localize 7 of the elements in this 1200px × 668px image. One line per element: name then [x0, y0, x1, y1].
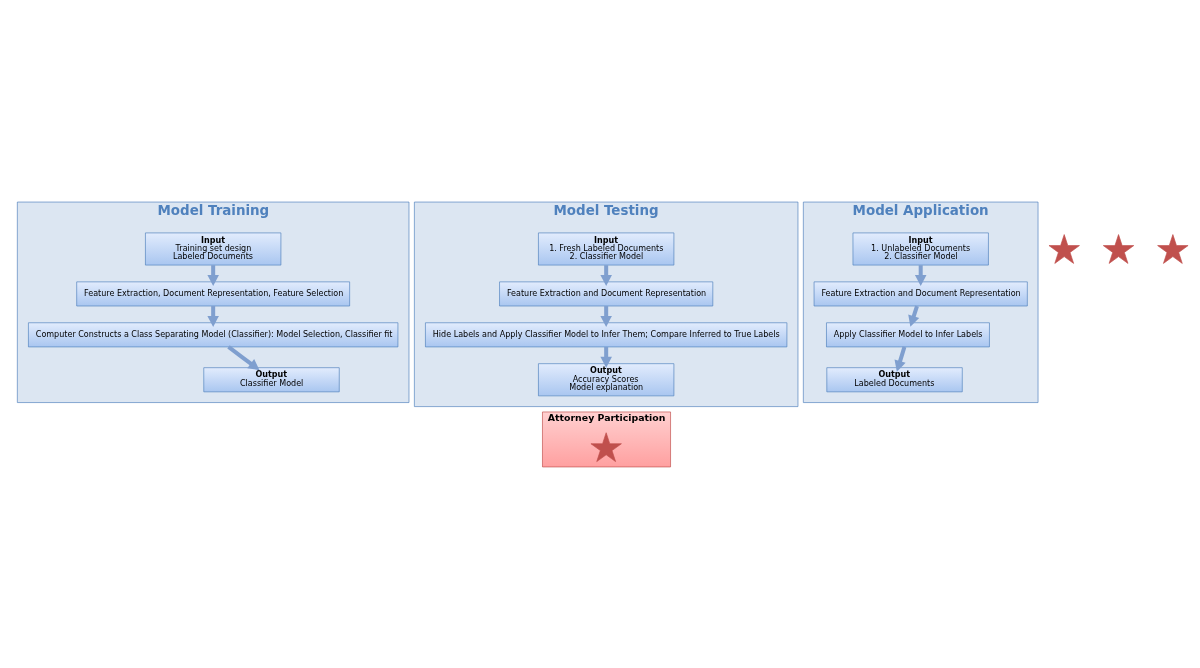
arrow	[227, 344, 260, 370]
cluster: Attorney Participation	[542, 411, 671, 467]
node-star	[1102, 233, 1135, 264]
node-star	[1157, 233, 1189, 264]
node-star	[590, 431, 622, 462]
arrow	[894, 345, 907, 372]
node-star	[1048, 233, 1080, 264]
